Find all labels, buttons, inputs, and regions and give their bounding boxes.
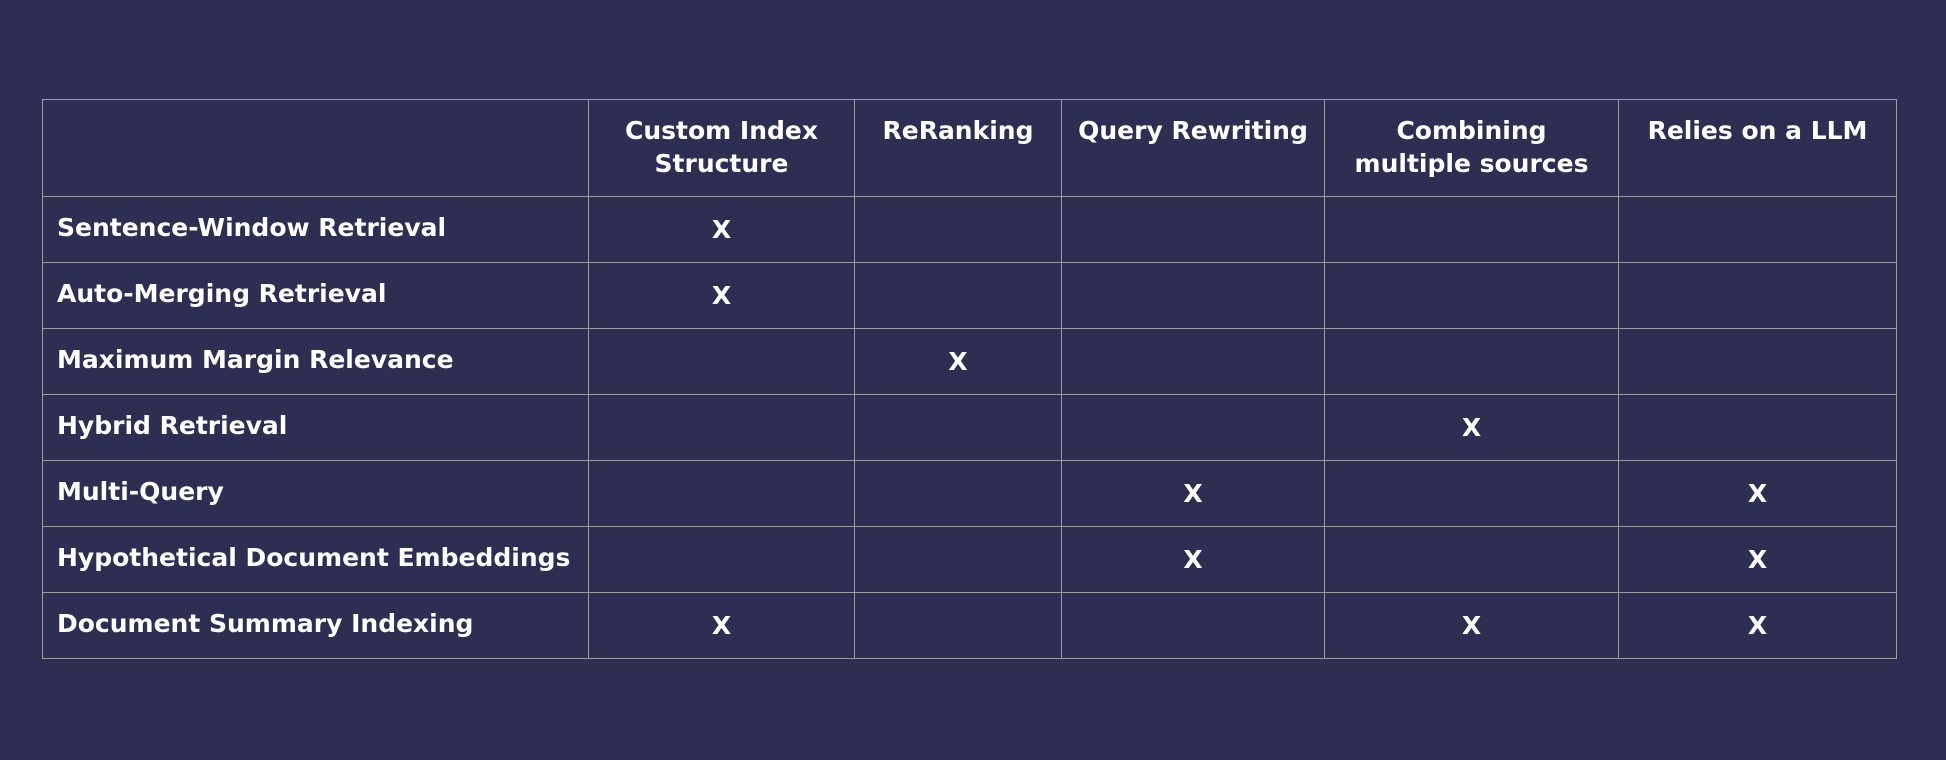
table-body: Sentence-Window Retrieval X Auto-Merging… [42, 196, 1897, 659]
table-cell: X [588, 262, 855, 329]
table-cell [854, 526, 1062, 593]
table-cell: X [1324, 592, 1619, 659]
table-cell [854, 592, 1062, 659]
table-cell [1061, 196, 1325, 263]
header-line: Relies on a LLM [1647, 116, 1868, 145]
table-cell [1061, 262, 1325, 329]
table-row: Auto-Merging Retrieval X [42, 262, 1897, 329]
table-cell [854, 394, 1062, 461]
row-label: Sentence-Window Retrieval [42, 196, 589, 263]
table-cell [1324, 526, 1619, 593]
table-cell: X [588, 592, 855, 659]
table-cell: X [1618, 592, 1897, 659]
header-relies-on-llm: Relies on a LLM [1618, 99, 1897, 197]
table-cell [588, 394, 855, 461]
table-cell [588, 526, 855, 593]
table-row: Multi-Query X X [42, 460, 1897, 527]
table-cell [854, 196, 1062, 263]
table-cell [854, 262, 1062, 329]
header-reranking: ReRanking [854, 99, 1062, 197]
header-custom-index-structure: Custom Index Structure [588, 99, 855, 197]
row-label: Auto-Merging Retrieval [42, 262, 589, 329]
table-row: Hybrid Retrieval X [42, 394, 1897, 461]
table-cell [1618, 394, 1897, 461]
header-line: ReRanking [882, 116, 1034, 145]
table-row: Hypothetical Document Embeddings X X [42, 526, 1897, 593]
table-cell: X [1061, 526, 1325, 593]
table-row: Document Summary Indexing X X X [42, 592, 1897, 659]
row-label: Hypothetical Document Embeddings [42, 526, 589, 593]
table-cell: X [854, 328, 1062, 395]
header-line: Combining [1396, 116, 1547, 145]
table-header: Custom Index Structure ReRanking Query R… [42, 99, 1897, 197]
header-line: Structure [654, 149, 789, 178]
row-label: Hybrid Retrieval [42, 394, 589, 461]
table-cell: X [588, 196, 855, 263]
table-cell [1324, 328, 1619, 395]
row-label: Document Summary Indexing [42, 592, 589, 659]
table-cell [1061, 394, 1325, 461]
table-row: Sentence-Window Retrieval X [42, 196, 1897, 263]
table-cell [1061, 328, 1325, 395]
table-cell [854, 460, 1062, 527]
header-query-rewriting: Query Rewriting [1061, 99, 1325, 197]
header-line: Query Rewriting [1078, 116, 1308, 145]
table-cell [1618, 328, 1897, 395]
table-cell [1618, 196, 1897, 263]
row-label: Multi-Query [42, 460, 589, 527]
header-row: Custom Index Structure ReRanking Query R… [42, 99, 1897, 197]
retrieval-methods-table: Custom Index Structure ReRanking Query R… [42, 99, 1897, 659]
header-line: Custom Index [625, 116, 818, 145]
table-cell [1324, 262, 1619, 329]
table-cell [1618, 262, 1897, 329]
table-row: Maximum Margin Relevance X [42, 328, 1897, 395]
comparison-table-container: Custom Index Structure ReRanking Query R… [42, 99, 1897, 659]
table-cell: X [1618, 526, 1897, 593]
table-cell: X [1324, 394, 1619, 461]
header-line: multiple sources [1354, 149, 1589, 178]
table-cell [1324, 196, 1619, 263]
table-cell [588, 460, 855, 527]
table-cell [1061, 592, 1325, 659]
table-cell [588, 328, 855, 395]
table-cell: X [1618, 460, 1897, 527]
row-label: Maximum Margin Relevance [42, 328, 589, 395]
table-cell [1324, 460, 1619, 527]
header-corner-cell [42, 99, 589, 197]
header-combining-multiple-sources: Combining multiple sources [1324, 99, 1619, 197]
table-cell: X [1061, 460, 1325, 527]
